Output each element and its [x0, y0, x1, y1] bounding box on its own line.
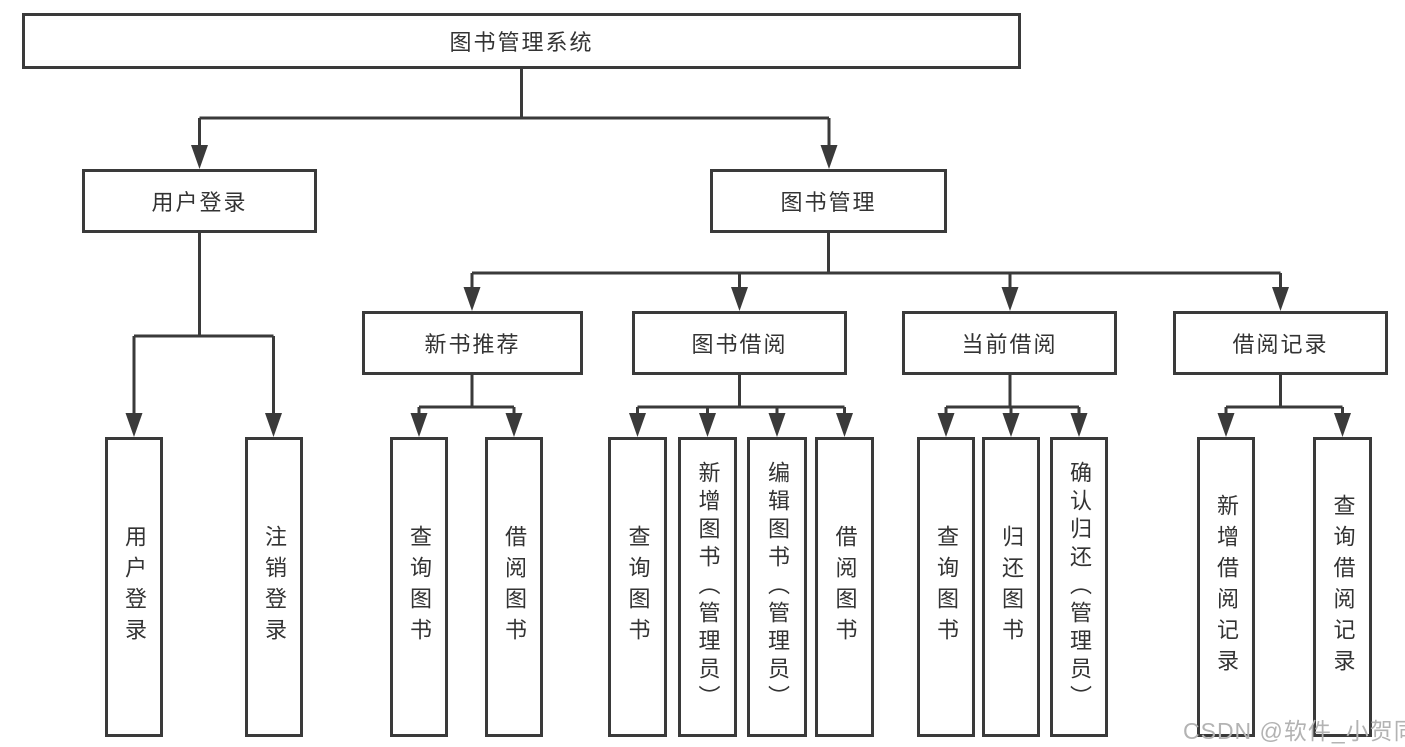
leaf-borrow-book-2-label: 借阅图书 — [832, 525, 858, 649]
node-book-borrow-label: 图书借阅 — [691, 332, 788, 357]
leaf-return-book-label: 归还图书 — [999, 525, 1024, 649]
leaf-query-book-2: 查询图书 — [608, 437, 667, 737]
leaf-add-borrow-record: 新增借阅记录 — [1197, 437, 1255, 737]
node-root: 图书管理系统 — [22, 13, 1021, 69]
leaf-query-borrow-record-label: 查询借阅记录 — [1330, 494, 1356, 680]
leaf-confirm-return-admin-label: 确认归还（管理员） — [1067, 461, 1092, 713]
node-borrow-record-label: 借阅记录 — [1232, 332, 1329, 357]
leaf-query-borrow-record: 查询借阅记录 — [1313, 437, 1372, 737]
leaf-query-book-1: 查询图书 — [390, 437, 448, 737]
connectors — [132, 69, 1344, 433]
node-current-borrow: 当前借阅 — [902, 311, 1117, 375]
leaf-logout: 注销登录 — [245, 437, 303, 737]
leaf-add-borrow-record-label: 新增借阅记录 — [1214, 494, 1239, 680]
leaf-logout-label: 注销登录 — [262, 525, 287, 649]
leaf-borrow-book-1: 借阅图书 — [485, 437, 543, 737]
leaf-edit-book-admin-label: 编辑图书（管理员） — [765, 461, 790, 713]
leaf-query-book-2-label: 查询图书 — [625, 525, 651, 649]
leaf-return-book: 归还图书 — [982, 437, 1040, 737]
leaf-edit-book-admin: 编辑图书（管理员） — [747, 437, 807, 737]
node-new-book-rec-label: 新书推荐 — [424, 332, 521, 357]
node-book-mgmt: 图书管理 — [710, 169, 947, 233]
leaf-user-login: 用户登录 — [105, 437, 163, 737]
leaf-borrow-book-1-label: 借阅图书 — [502, 525, 527, 649]
node-current-borrow-label: 当前借阅 — [961, 332, 1058, 357]
leaf-query-book-3: 查询图书 — [917, 437, 975, 737]
leaf-query-book-1-label: 查询图书 — [407, 525, 432, 649]
node-book-borrow: 图书借阅 — [632, 311, 847, 375]
node-user-login-label: 用户登录 — [151, 190, 248, 215]
leaf-confirm-return-admin: 确认归还（管理员） — [1050, 437, 1108, 737]
arrowheads — [125, 145, 1351, 437]
node-user-login: 用户登录 — [82, 169, 317, 233]
leaf-user-login-label: 用户登录 — [122, 525, 147, 649]
node-borrow-record: 借阅记录 — [1173, 311, 1388, 375]
leaf-add-book-admin-label: 新增图书（管理员） — [695, 461, 721, 713]
leaf-add-book-admin: 新增图书（管理员） — [678, 437, 737, 737]
watermark: CSDN @软件_小贺同学 — [1183, 718, 1405, 744]
leaf-query-book-3-label: 查询图书 — [934, 525, 959, 649]
node-root-label: 图书管理系统 — [449, 30, 594, 55]
node-book-mgmt-label: 图书管理 — [780, 190, 877, 215]
leaf-borrow-book-2: 借阅图书 — [815, 437, 874, 737]
node-new-book-rec: 新书推荐 — [362, 311, 583, 375]
